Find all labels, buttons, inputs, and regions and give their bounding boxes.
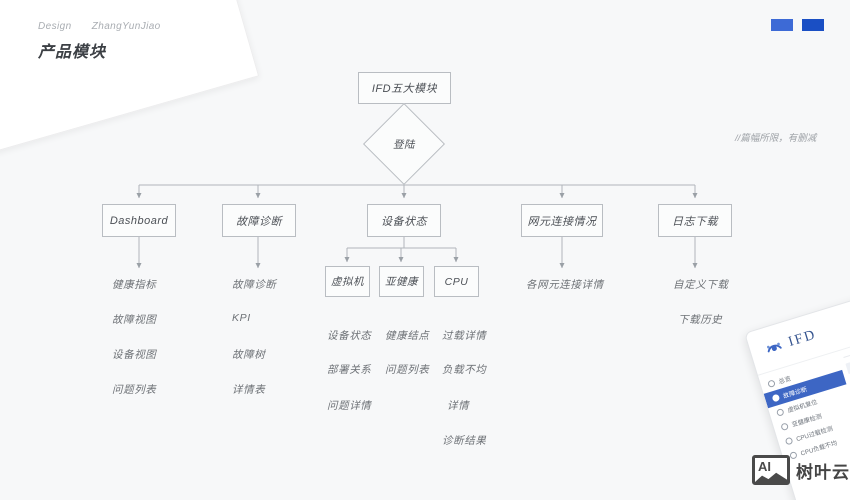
content-placeholder (845, 346, 850, 375)
leaf-item: 诊断结果 (442, 435, 487, 447)
design-label: Design (38, 21, 72, 32)
node-sub-subhealth[interactable]: 亚健康 (379, 266, 424, 297)
circle-icon (775, 407, 785, 417)
leaf-item: 故障诊断 (232, 279, 277, 291)
annotation-note: //篇幅所限，有删减 (735, 133, 817, 144)
leaf-item: 健康结点 (385, 330, 430, 342)
watermark-badge: AI (758, 459, 771, 474)
leaf-item: 负载不均 (442, 364, 487, 376)
leaf-item: 各网元连接详情 (526, 279, 604, 291)
circle-icon (767, 379, 776, 389)
circle-icon (771, 393, 781, 403)
mockup-header: IFD (745, 289, 850, 376)
mountain-icon (755, 472, 787, 482)
ifd-logo-icon (767, 342, 782, 353)
leaf-item: 自定义下载 (673, 279, 729, 291)
node-branch-log-download[interactable]: 日志下载 (658, 204, 732, 237)
leaf-item: 故障树 (232, 349, 266, 361)
node-branch-dashboard[interactable]: Dashboard (102, 204, 176, 237)
leaf-item: 问题列表 (112, 384, 157, 396)
watermark: AI 树叶云 (752, 455, 850, 485)
node-branch-element-connection[interactable]: 网元连接情况 (521, 204, 603, 237)
mockup-brand: IFD (786, 326, 819, 350)
color-swatches (771, 19, 824, 31)
mockup-nav-label: 总览 (777, 375, 792, 386)
leaf-item: 问题详情 (327, 400, 372, 412)
author-name: ZhangYunJiao (91, 21, 161, 32)
watermark-text: 树叶云 (796, 462, 850, 483)
node-root[interactable]: IFD五大模块 (358, 72, 451, 104)
node-gate-label: 登陆 (393, 138, 415, 151)
node-sub-virtual-machine[interactable]: 虚拟机 (325, 266, 370, 297)
circle-icon (780, 422, 790, 432)
leaf-item: 健康指标 (112, 279, 157, 291)
leaf-item: 过载详情 (442, 330, 487, 342)
page-title: 产品模块 (38, 44, 107, 61)
color-swatch-1 (771, 19, 793, 31)
leaf-item: 下载历史 (678, 314, 723, 326)
circle-icon (784, 436, 794, 446)
node-branch-fault-diagnosis[interactable]: 故障诊断 (222, 204, 296, 237)
node-branch-device-status[interactable]: 设备状态 (367, 204, 441, 237)
leaf-item: 问题列表 (385, 364, 430, 376)
leaf-item: 详情 (447, 400, 470, 412)
app-screenshot-mockup: IFD 总览 故障诊断 虚拟机复位 亚健康检测 (744, 288, 850, 500)
leaf-item: 故障视图 (112, 314, 157, 326)
leaf-item: KPI (232, 312, 251, 324)
leaf-item: 部署关系 (327, 364, 372, 376)
node-sub-cpu[interactable]: CPU (434, 266, 479, 297)
header-credit: Design ZhangYunJiao (38, 21, 161, 32)
leaf-item: 设备状态 (327, 330, 372, 342)
color-swatch-2 (802, 19, 824, 31)
leaf-item: 详情表 (232, 384, 266, 396)
image-icon: AI (752, 455, 790, 485)
leaf-item: 设备视图 (112, 349, 157, 361)
